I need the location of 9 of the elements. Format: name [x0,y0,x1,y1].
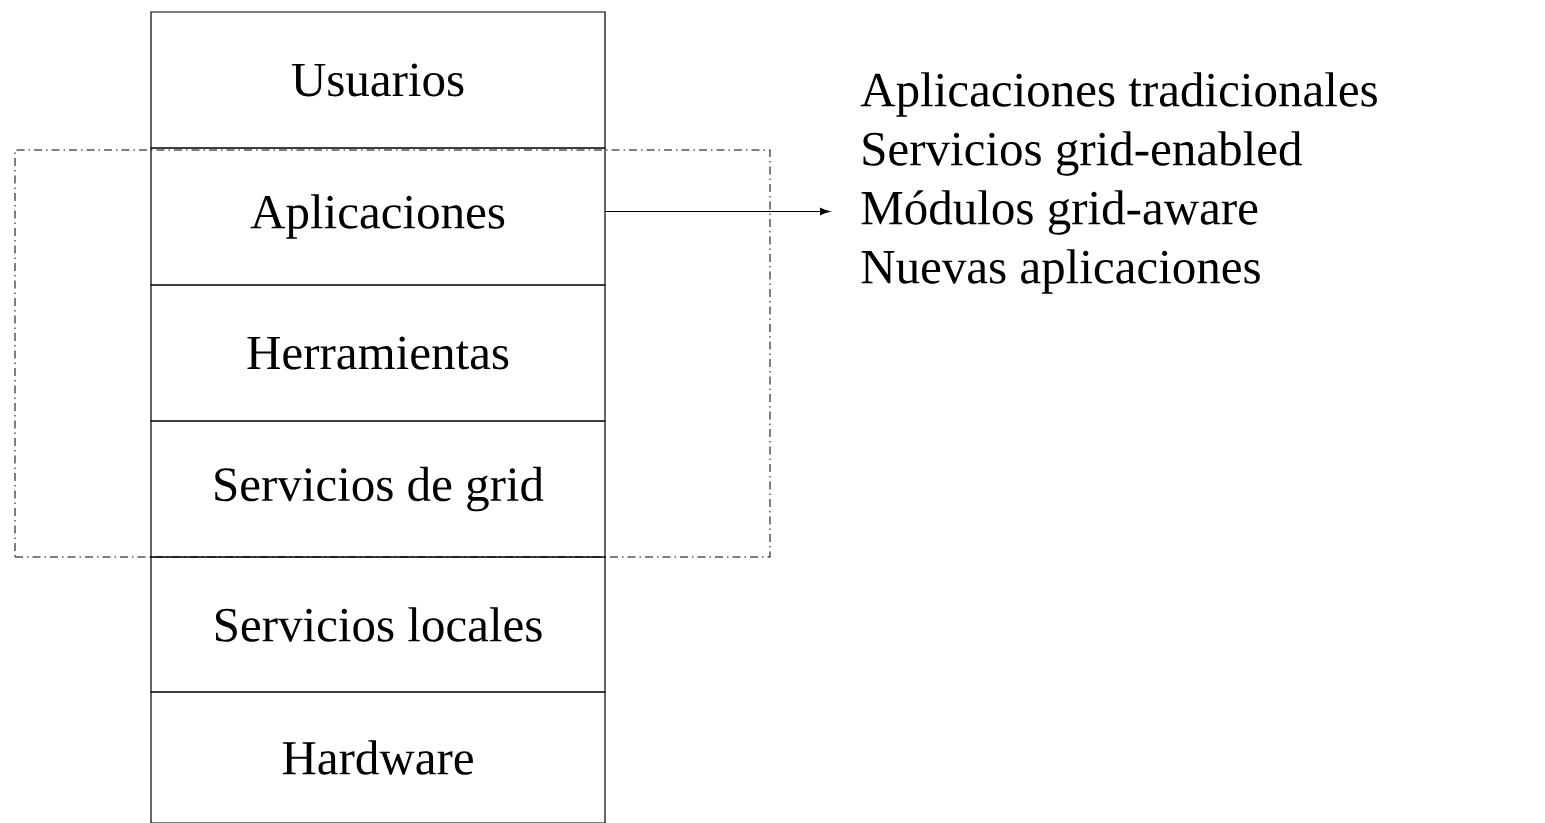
layer-box: Usuarios [150,11,606,149]
layer-box: Servicios locales [150,556,606,693]
arrow [604,207,830,216]
layer-box: Herramientas [150,284,606,422]
group-frame [14,149,771,558]
layer-box: Servicios de grid [150,420,606,558]
layer-box: Hardware [150,691,606,823]
text-list: Aplicaciones tradicionales Servicios grid-enabled Módulos grid-aware Nuevas aplicaciones [860,72,1377,294]
layer-box: Aplicaciones [150,147,606,286]
